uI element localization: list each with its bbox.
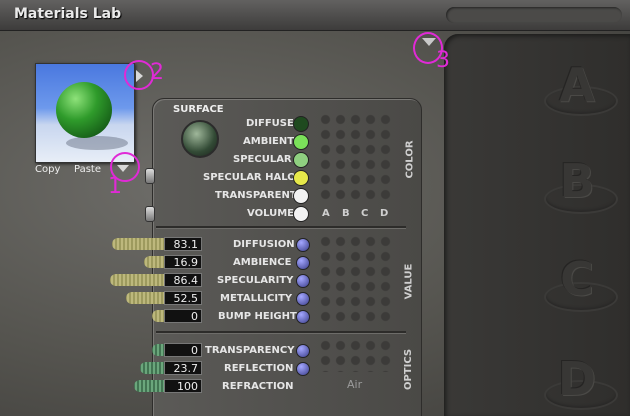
- value-preset-grid[interactable]: [318, 234, 394, 324]
- ambient-color-swatch[interactable]: [293, 134, 309, 150]
- title-bar: Materials Lab: [0, 0, 630, 31]
- reflection-value[interactable]: 23.7: [164, 361, 202, 375]
- transparency-texture-knob[interactable]: [296, 344, 310, 358]
- shelf-slot-c[interactable]: C: [560, 252, 594, 306]
- specularity-value[interactable]: 86.4: [164, 273, 202, 287]
- color-column-d[interactable]: D: [380, 208, 389, 219]
- refraction-slider[interactable]: [134, 380, 168, 392]
- bump-height-value[interactable]: 0: [164, 309, 202, 323]
- ambience-label: AMBIENCE: [233, 257, 292, 268]
- shelf-slot-d-oval: [544, 380, 618, 410]
- preset-shelf: A B C D: [444, 34, 630, 416]
- diffuse-color-swatch[interactable]: [293, 116, 309, 132]
- bump-height-texture-knob[interactable]: [296, 310, 310, 324]
- window-title: Materials Lab: [14, 6, 122, 22]
- reflection-label: REFLECTION: [224, 363, 294, 374]
- shelf-slot-d[interactable]: D: [557, 352, 597, 406]
- diffusion-label: DIFFUSION: [233, 239, 295, 250]
- section-divider-2: [156, 331, 406, 334]
- optics-section-label: OPTICS: [403, 348, 415, 391]
- transparency-label: TRANSPARENCY: [205, 345, 295, 356]
- diffuse-label: DIFFUSE: [246, 118, 294, 129]
- surface-label: SURFACE: [173, 104, 224, 115]
- specular-halo-color-swatch[interactable]: [293, 170, 309, 186]
- color-column-a[interactable]: A: [322, 208, 330, 219]
- preview-sphere-shadow: [66, 136, 128, 150]
- shelf-slot-b[interactable]: B: [559, 154, 595, 208]
- color-column-c[interactable]: C: [361, 208, 369, 219]
- reflection-slider[interactable]: [140, 362, 168, 374]
- value-section-label: VALUE: [403, 263, 415, 300]
- refraction-label: REFRACTION: [222, 381, 294, 392]
- ambience-value[interactable]: 16.9: [164, 255, 202, 269]
- diffusion-value[interactable]: 83.1: [164, 237, 202, 251]
- refraction-preset-label[interactable]: Air: [347, 378, 363, 391]
- metallicity-value[interactable]: 52.5: [164, 291, 202, 305]
- shelf-slot-a-oval: [544, 86, 618, 116]
- surface-preview-ball[interactable]: [181, 120, 219, 158]
- specular-color-swatch[interactable]: [293, 152, 309, 168]
- preview-sphere: [56, 82, 112, 138]
- specular-halo-label: SPECULAR HALO: [203, 172, 296, 183]
- transparency-value[interactable]: 0: [164, 343, 202, 357]
- specularity-label: SPECULARITY: [217, 275, 294, 286]
- transparent-color-swatch[interactable]: [293, 188, 309, 204]
- color-section-label: COLOR: [404, 140, 416, 179]
- section-divider-1: [156, 226, 406, 229]
- color-preset-grid[interactable]: [318, 112, 394, 204]
- annotation-number-3: 3: [436, 48, 450, 73]
- volume-label: VOLUME: [247, 208, 294, 219]
- metallicity-label: METALLICITY: [220, 293, 293, 304]
- annotation-circle-3: [413, 32, 443, 64]
- ambience-texture-knob[interactable]: [296, 256, 310, 270]
- specularity-texture-knob[interactable]: [296, 274, 310, 288]
- annotation-circle-2: [124, 60, 154, 90]
- metallicity-texture-knob[interactable]: [296, 292, 310, 306]
- metallicity-slider[interactable]: [126, 292, 168, 304]
- paste-button[interactable]: Paste: [74, 164, 101, 175]
- volume-color-swatch[interactable]: [293, 206, 309, 222]
- specular-label: SPECULAR: [233, 154, 292, 165]
- surface-side-handle-upper[interactable]: [145, 168, 155, 184]
- refraction-value[interactable]: 100: [164, 379, 202, 393]
- annotation-number-1: 1: [108, 174, 122, 199]
- title-bar-tab[interactable]: [446, 7, 622, 23]
- surface-side-handle-lower[interactable]: [145, 206, 155, 222]
- optics-preset-grid[interactable]: [318, 338, 394, 372]
- specularity-slider[interactable]: [110, 274, 168, 286]
- bump-height-label: BUMP HEIGHT: [218, 311, 297, 322]
- shelf-slot-b-oval: [544, 184, 618, 214]
- annotation-number-2: 2: [150, 60, 164, 85]
- shelf-slot-c-oval: [544, 282, 618, 312]
- shelf-slot-a[interactable]: A: [559, 58, 595, 112]
- ambience-slider[interactable]: [144, 256, 168, 268]
- transparent-label: TRANSPARENT: [215, 190, 297, 201]
- material-preview[interactable]: [35, 63, 135, 163]
- annotation-circle-1: [110, 152, 140, 182]
- diffusion-texture-knob[interactable]: [296, 238, 310, 252]
- reflection-texture-knob[interactable]: [296, 362, 310, 376]
- ambient-label: AMBIENT: [243, 136, 295, 147]
- diffusion-slider[interactable]: [112, 238, 168, 250]
- color-column-b[interactable]: B: [342, 208, 350, 219]
- copy-button[interactable]: Copy: [35, 164, 61, 175]
